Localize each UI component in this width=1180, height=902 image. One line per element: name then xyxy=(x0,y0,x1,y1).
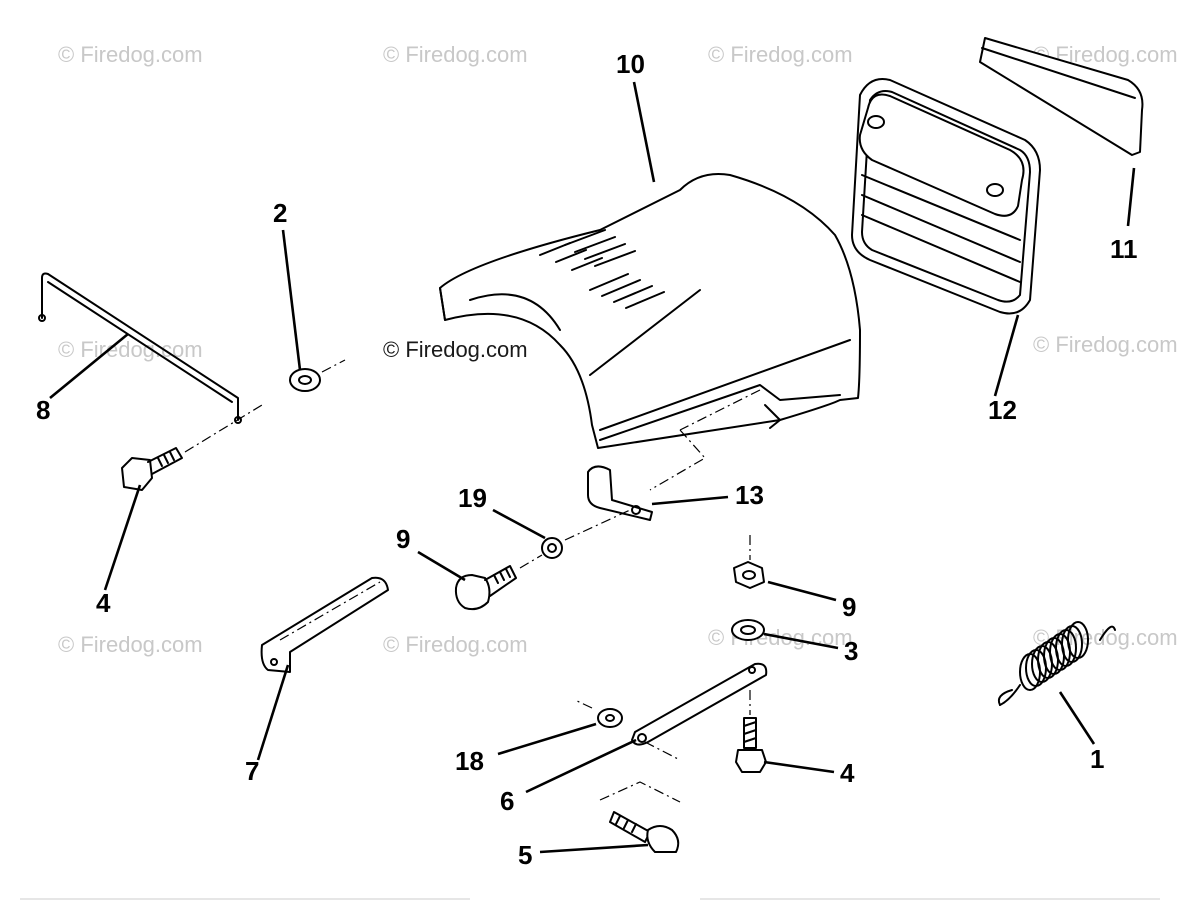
callout-5: 5 xyxy=(518,840,532,870)
watermark-text: © Firedog.com xyxy=(383,632,528,657)
spring-coils xyxy=(1019,621,1089,691)
callout-11: 10 xyxy=(616,49,645,79)
callout-1: 1 xyxy=(1090,744,1104,774)
part-washer-18 xyxy=(574,699,623,728)
callout-10: 8 xyxy=(36,395,50,425)
part-trim-strip xyxy=(979,37,1144,156)
watermark-text: © Firedog.com xyxy=(1033,332,1178,357)
callout-13: 12 xyxy=(988,395,1017,425)
callout-12: 11 xyxy=(1110,234,1138,264)
part-rod xyxy=(38,272,242,424)
leader-lines xyxy=(49,81,1136,854)
callout-18: 18 xyxy=(455,746,484,776)
callout-4b: 4 xyxy=(840,758,855,788)
part-grille xyxy=(851,78,1041,315)
part-flat-washer xyxy=(731,619,765,641)
part-bolt xyxy=(121,404,263,491)
part-bracket xyxy=(260,576,389,673)
watermark-text: © Firedog.com xyxy=(58,632,203,657)
part-arm xyxy=(631,662,768,761)
watermark-text: © Firedog.com xyxy=(383,42,528,67)
callout-9-text: 9 xyxy=(842,592,856,622)
watermark-text: © Firedog.com xyxy=(58,42,203,67)
watermark-text: © Firedog.com xyxy=(708,42,853,67)
part-nut xyxy=(289,359,346,392)
part-spring xyxy=(997,621,1116,706)
watermark-text: © Firedog.com xyxy=(383,337,528,362)
callout-7: 7 xyxy=(245,756,259,786)
hood-vents xyxy=(539,229,665,309)
callout-labels: 10 2 8 4 11 12 13 19 9 7 10 9 9 3 18 6 4… xyxy=(36,49,1138,870)
callout-3: 3 xyxy=(844,636,858,666)
part-lock-washer xyxy=(541,509,631,559)
part-hood xyxy=(439,173,861,491)
callout-8: 9 xyxy=(396,524,410,554)
part-flange-bolt xyxy=(454,554,543,611)
callout-14: 13 xyxy=(735,480,764,510)
callout-19: 19 xyxy=(458,483,487,513)
watermark-text: © Firedog.com xyxy=(58,337,203,362)
callout-6: 6 xyxy=(500,786,514,816)
part-bolt-right xyxy=(735,690,767,773)
part-clip-bracket xyxy=(587,465,653,521)
part-shoulder-bolt xyxy=(599,781,681,853)
callout-2: 2 xyxy=(273,198,287,228)
part-nut-9 xyxy=(733,535,765,589)
callout-4: 4 xyxy=(96,588,111,618)
